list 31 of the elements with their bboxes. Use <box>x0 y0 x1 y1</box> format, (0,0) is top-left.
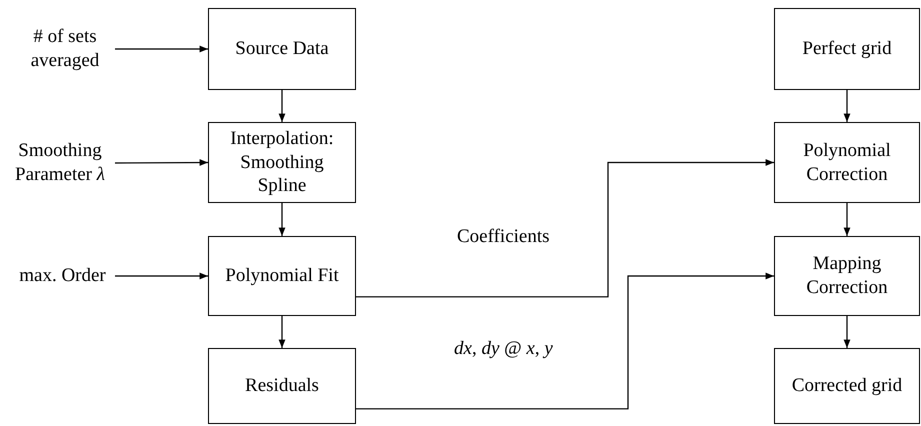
process-box <box>774 8 920 90</box>
arrow <box>844 203 850 236</box>
node-text: Residuals <box>245 374 319 398</box>
process-box <box>208 348 356 424</box>
arrow <box>278 316 286 348</box>
process-box <box>774 348 920 424</box>
arrow <box>115 46 208 52</box>
arrow <box>115 159 208 166</box>
node-text: Source Data <box>235 37 329 61</box>
node-text: Interpolation: Smoothing Spline <box>229 126 335 198</box>
process-box <box>774 122 920 203</box>
node-text: Polynomial Fit <box>225 264 339 288</box>
node-text: Polynomial Correction <box>802 138 892 186</box>
arrow <box>844 90 850 122</box>
arrow <box>115 272 208 280</box>
node-text: Corrected grid <box>792 374 902 398</box>
arrow <box>844 316 850 348</box>
process-box <box>774 236 920 316</box>
node-text: Mapping Correction <box>805 252 889 300</box>
edge-label: dx, dy @ x, y <box>452 338 555 361</box>
arrow <box>356 272 774 410</box>
process-box <box>208 122 356 203</box>
node-text: Perfect grid <box>802 37 892 61</box>
arrow <box>278 203 286 236</box>
node-text: max. Order <box>19 264 106 288</box>
node-text: # of sets averaged <box>30 25 100 73</box>
node-text: Smoothing Parameter λ <box>14 139 106 187</box>
arrow <box>278 90 286 122</box>
process-box <box>208 8 356 90</box>
arrow <box>356 159 774 298</box>
process-box <box>208 236 356 316</box>
